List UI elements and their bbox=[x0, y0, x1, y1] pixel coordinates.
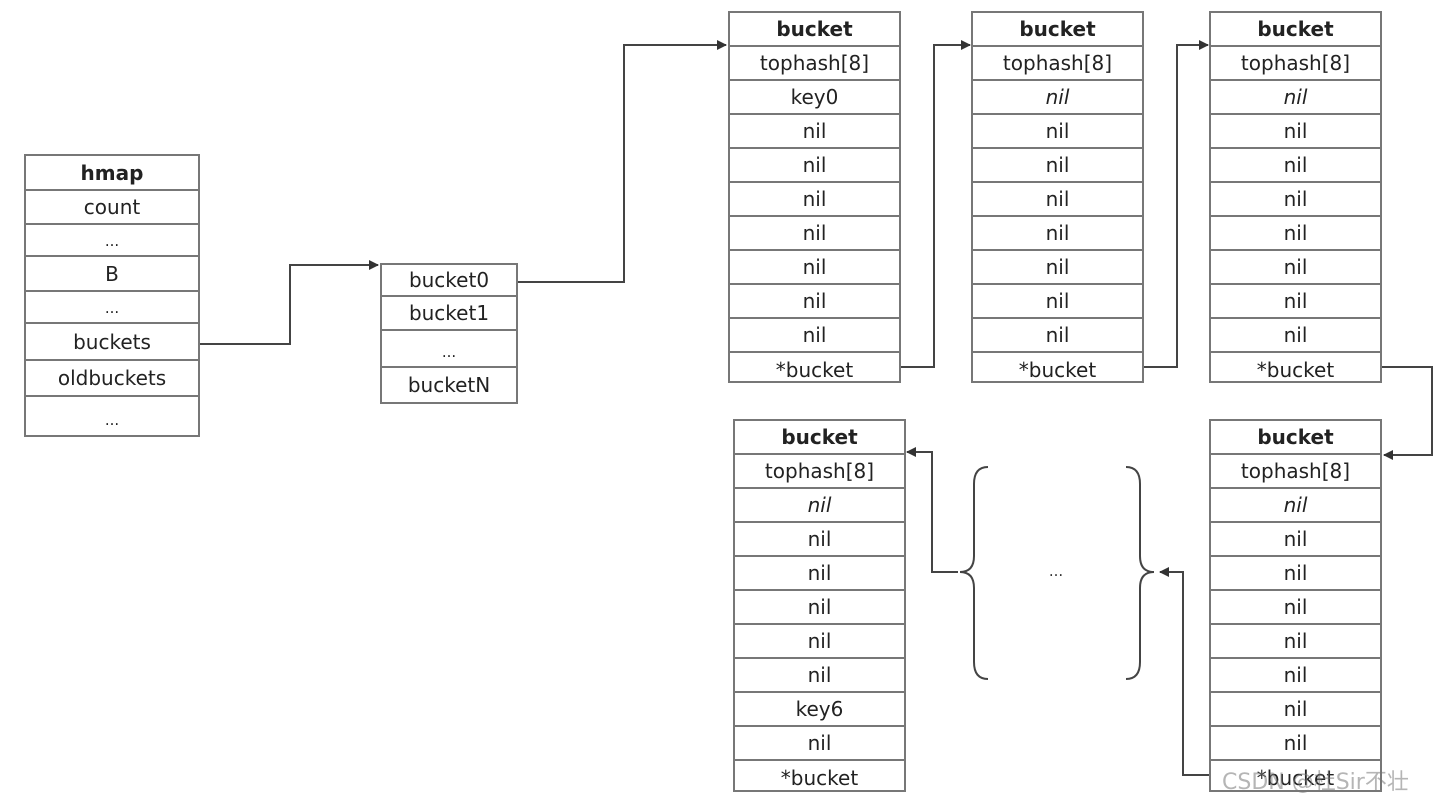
bucket-field: key6 bbox=[735, 693, 904, 727]
bucket-field: nil bbox=[730, 149, 899, 183]
bucket-title: bucket bbox=[730, 13, 899, 47]
bucket-field: nil bbox=[973, 149, 1142, 183]
bucket-field: key0 bbox=[730, 81, 899, 115]
bucket-field: nil bbox=[1211, 591, 1380, 625]
bucket-field: nil bbox=[1211, 557, 1380, 591]
bucket-field: nil bbox=[1211, 489, 1380, 523]
bucket-field: nil bbox=[973, 81, 1142, 115]
bucket-field: nil bbox=[1211, 693, 1380, 727]
arrow-overflow-3 bbox=[1381, 366, 1433, 460]
hmap-field: ... bbox=[26, 225, 198, 257]
bucket-field: nil bbox=[973, 285, 1142, 319]
bucket-field: nil bbox=[735, 591, 904, 625]
bucket-field: nil bbox=[1211, 523, 1380, 557]
bucket-field: tophash[8] bbox=[735, 455, 904, 489]
bucket-field: *bucket bbox=[1256, 358, 1335, 382]
arrow-overflow-1 bbox=[900, 40, 971, 368]
bucket-field: nil bbox=[735, 659, 904, 693]
bucket-field: nil bbox=[1211, 115, 1380, 149]
bucket-field: nil bbox=[1211, 659, 1380, 693]
bucket-field: nil bbox=[1211, 285, 1380, 319]
bucket-field: nil bbox=[730, 183, 899, 217]
right-brace bbox=[1125, 466, 1155, 680]
arrow-bucket0-to-bucket bbox=[517, 40, 727, 283]
bucket-field: *bucket bbox=[775, 358, 854, 382]
bucket-title: bucket bbox=[735, 421, 904, 455]
bucket-array-entry: bucket0 bbox=[382, 265, 516, 297]
bucket-field: nil bbox=[1211, 251, 1380, 285]
bucket-field: nil bbox=[730, 285, 899, 319]
bucket-field: *bucket bbox=[1256, 766, 1335, 790]
bucket-title: bucket bbox=[973, 13, 1142, 47]
bucket-title: bucket bbox=[1211, 13, 1380, 47]
bucket-field: nil bbox=[730, 115, 899, 149]
bucket-field: nil bbox=[735, 625, 904, 659]
left-brace bbox=[959, 466, 989, 680]
arrow-overflow-4 bbox=[1159, 567, 1210, 776]
bucket-field: nil bbox=[973, 217, 1142, 251]
bucket-array-entry: bucket1 bbox=[382, 297, 516, 331]
bucket-field: nil bbox=[730, 251, 899, 285]
bucket-field: nil bbox=[735, 557, 904, 591]
bucket-field: nil bbox=[730, 319, 899, 353]
bucket-field: nil bbox=[735, 489, 904, 523]
bucket-field: tophash[8] bbox=[730, 47, 899, 81]
bucket-field: nil bbox=[1211, 149, 1380, 183]
hmap-field: B bbox=[26, 257, 198, 292]
hmap-field: buckets bbox=[26, 324, 198, 361]
bucket-field: tophash[8] bbox=[1211, 47, 1380, 81]
bucket-field: nil bbox=[973, 319, 1142, 353]
hmap-field: ... bbox=[104, 411, 120, 429]
bucket-field: tophash[8] bbox=[1211, 455, 1380, 489]
watermark: CSDN @杜Sir不壮 bbox=[1222, 770, 1409, 795]
bucket-array-entry: bucketN bbox=[407, 373, 491, 397]
bucket-field: nil bbox=[973, 251, 1142, 285]
bucket-field: nil bbox=[1211, 217, 1380, 251]
bucket-field: nil bbox=[1211, 81, 1380, 115]
bucket-field: nil bbox=[1211, 183, 1380, 217]
arrow-overflow-5 bbox=[906, 447, 958, 573]
bucket-field: nil bbox=[973, 115, 1142, 149]
bucket-field: *bucket bbox=[780, 766, 859, 790]
chain-ellipsis: ... bbox=[1048, 562, 1064, 580]
bucket-field: nil bbox=[735, 727, 904, 761]
bucket-field: tophash[8] bbox=[973, 47, 1142, 81]
arrow-overflow-2 bbox=[1143, 40, 1209, 368]
arrow-hmap-to-bucket-array bbox=[200, 260, 379, 345]
bucket-field: nil bbox=[1211, 727, 1380, 761]
bucket-field: nil bbox=[735, 523, 904, 557]
hmap-title: hmap bbox=[26, 156, 198, 191]
hmap-field: oldbuckets bbox=[26, 361, 198, 397]
bucket-field: nil bbox=[1211, 319, 1380, 353]
hmap-field: ... bbox=[26, 292, 198, 324]
hmap-field: count bbox=[26, 191, 198, 225]
bucket-field: nil bbox=[973, 183, 1142, 217]
bucket-array-entry: ... bbox=[382, 331, 516, 368]
bucket-title: bucket bbox=[1211, 421, 1380, 455]
bucket-field: nil bbox=[730, 217, 899, 251]
bucket-field: *bucket bbox=[1018, 358, 1097, 382]
bucket-field: nil bbox=[1211, 625, 1380, 659]
